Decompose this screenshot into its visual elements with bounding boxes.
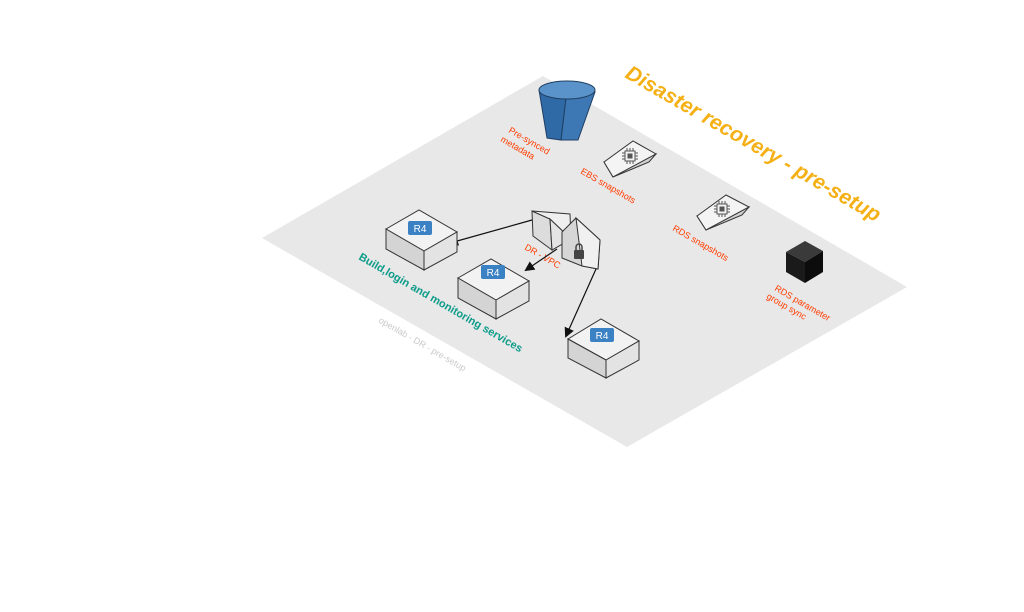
r4-badge-c: R4 <box>596 331 609 342</box>
arrow-to-r4-b <box>524 248 558 272</box>
arrow-to-r4-c <box>564 268 597 338</box>
r4-instance-b[interactable]: R4 <box>457 258 530 320</box>
rds-snapshot-icon[interactable] <box>696 194 751 231</box>
chip-icon <box>622 148 638 164</box>
vpc-gateway[interactable] <box>531 210 601 270</box>
r4-badge-b: R4 <box>487 268 500 279</box>
r4-instance-c[interactable]: R4 <box>567 318 640 379</box>
black-cube-icon[interactable] <box>786 241 823 283</box>
s3-bucket-icon[interactable] <box>538 80 596 141</box>
lock-icon <box>574 243 584 259</box>
arrow-to-r4-a <box>448 219 533 246</box>
r4-badge-a: R4 <box>414 224 427 235</box>
r4-instance-a[interactable]: R4 <box>385 209 458 271</box>
ebs-snapshot-icon[interactable] <box>603 140 658 178</box>
chip-icon <box>714 201 730 217</box>
